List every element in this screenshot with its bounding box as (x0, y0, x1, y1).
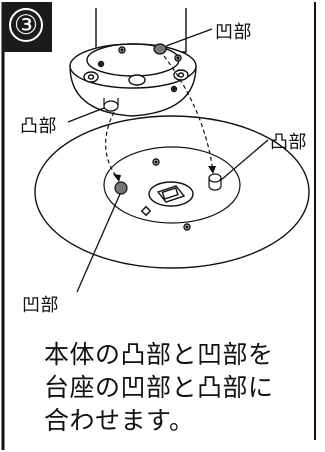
base-convex-peg (208, 173, 222, 191)
base-concave-hole (114, 181, 128, 195)
arrow-heads (113, 166, 216, 182)
leader-lines (67, 28, 269, 293)
label-concave-base: 凹部 (22, 295, 59, 316)
base-plate (34, 115, 310, 269)
step-number: ③ (9, 8, 43, 42)
label-convex-body: 凸部 (20, 116, 57, 137)
instruction-line: 本体の凸部と凹部を (44, 340, 274, 369)
label-concave-body: 凹部 (215, 22, 252, 43)
step-number-badge: ③ (2, 2, 52, 52)
instruction-line: 合わせます。 (44, 406, 195, 435)
body-concave-hole (153, 43, 167, 55)
instruction-text: 本体の凸部と凹部を 台座の凹部と凸部に 合わせます。 (44, 338, 314, 437)
body-convex-peg (103, 98, 119, 112)
main-body (69, 8, 197, 117)
instruction-line: 台座の凹部と凸部に (44, 373, 274, 402)
label-convex-base: 凸部 (270, 132, 307, 153)
